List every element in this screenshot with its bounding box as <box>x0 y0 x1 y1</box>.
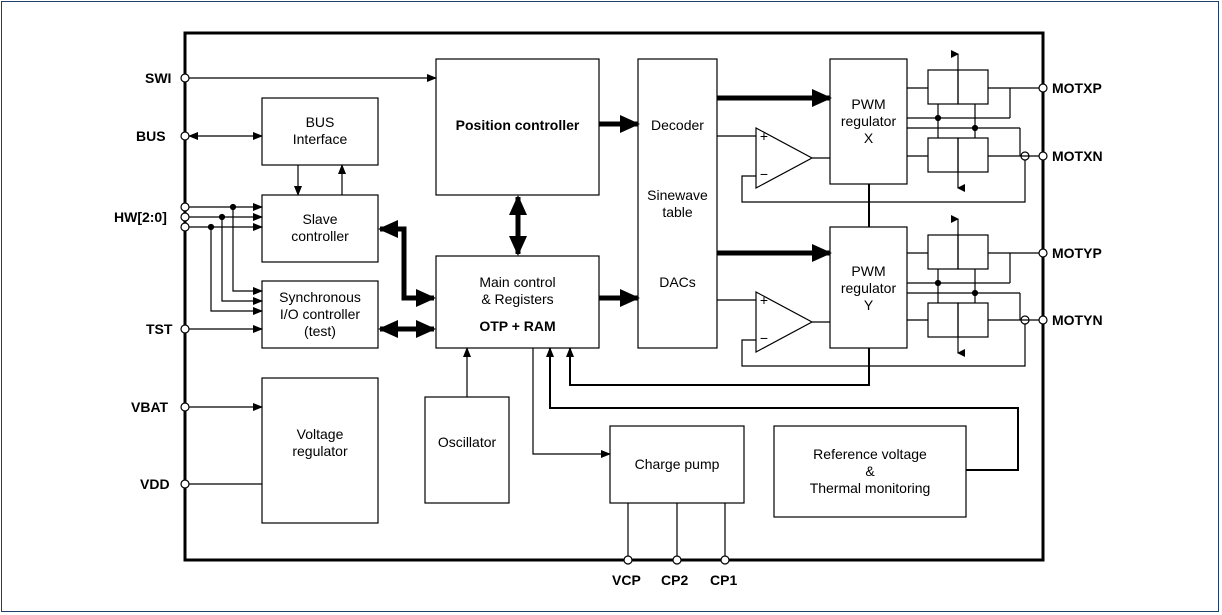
bus-interface-label: BUS Interface <box>292 114 348 147</box>
slave-controller-label: Slave controller <box>291 211 349 244</box>
opamp-x <box>755 126 814 190</box>
otp-ram-label: OTP + RAM <box>479 318 556 334</box>
pin-vcp-circle <box>623 555 633 565</box>
pin-label-cp1: CP1 <box>710 572 738 588</box>
pin-bus-circle <box>180 131 190 141</box>
pin-motyp-circle <box>1038 248 1048 258</box>
pin-label-vbat: VBAT <box>131 399 169 415</box>
pin-cp2-circle <box>672 555 682 565</box>
pin-motxp-circle <box>1038 83 1048 93</box>
pin-label-motxp: MOTXP <box>1052 80 1102 96</box>
pin-label-tst: TST <box>146 321 173 337</box>
charge-pump-label: Charge pump <box>634 456 720 472</box>
voltage-regulator-label: Voltage regulator <box>292 426 348 459</box>
pin-label-hw: HW[2:0] <box>114 209 167 225</box>
pin-hw2-circle <box>180 202 190 212</box>
sinewave-table-label: Sinewave table <box>647 187 708 220</box>
opamp-y <box>755 290 814 354</box>
slave-main-bus-arrow <box>378 220 436 307</box>
h-bridge-y <box>907 215 1039 357</box>
opamp-y-minus: − <box>759 330 769 346</box>
decoder-sinewave-dac-block <box>637 58 718 349</box>
dacs-label: DACs <box>659 274 696 290</box>
pwm-x-label: PWM regulator X <box>840 96 897 146</box>
main-control-block <box>435 255 600 349</box>
pin-cp1-circle <box>720 555 730 565</box>
decoder-label: Decoder <box>651 117 704 133</box>
pin-label-cp2: CP2 <box>661 572 689 588</box>
pin-label-swi: SWI <box>145 70 172 86</box>
pin-swi-circle <box>180 73 190 83</box>
pin-motyn-circle <box>1038 315 1048 325</box>
oscillator-label: Oscillator <box>437 434 497 450</box>
main-control-label: Main control & Registers <box>479 274 556 307</box>
bus-interface-block <box>261 97 379 166</box>
pin-tst-circle <box>180 324 190 334</box>
pin-label-bus: BUS <box>136 128 166 144</box>
h-bridge-x <box>907 50 1039 192</box>
pin-hw1-circle <box>180 212 190 222</box>
pin-motxn-circle <box>1038 151 1048 161</box>
pin-label-motyn: MOTYN <box>1052 312 1103 328</box>
reference-thermal-block <box>773 425 967 518</box>
opamp-y-plus: + <box>759 292 769 308</box>
pin-label-motyp: MOTYP <box>1052 245 1102 261</box>
pin-hw0-circle <box>180 222 190 232</box>
pin-label-vcp: VCP <box>612 572 641 588</box>
opamp-x-plus: + <box>759 128 769 144</box>
voltage-regulator-block <box>261 377 379 524</box>
pin-vdd-circle <box>180 479 190 489</box>
position-controller-label: Position controller <box>455 117 580 133</box>
chip-body <box>183 31 1045 562</box>
opamp-x-minus: − <box>759 166 769 182</box>
sync-io-label: Synchronous I/O controller (test) <box>279 289 361 339</box>
pwm-y-label: PWM regulator Y <box>840 263 897 313</box>
reference-thermal-label: Reference voltage & Thermal monitoring <box>809 446 931 496</box>
pin-vbat-circle <box>180 402 190 412</box>
pin-label-motxn: MOTXN <box>1052 148 1103 164</box>
pin-label-vdd: VDD <box>140 476 170 492</box>
